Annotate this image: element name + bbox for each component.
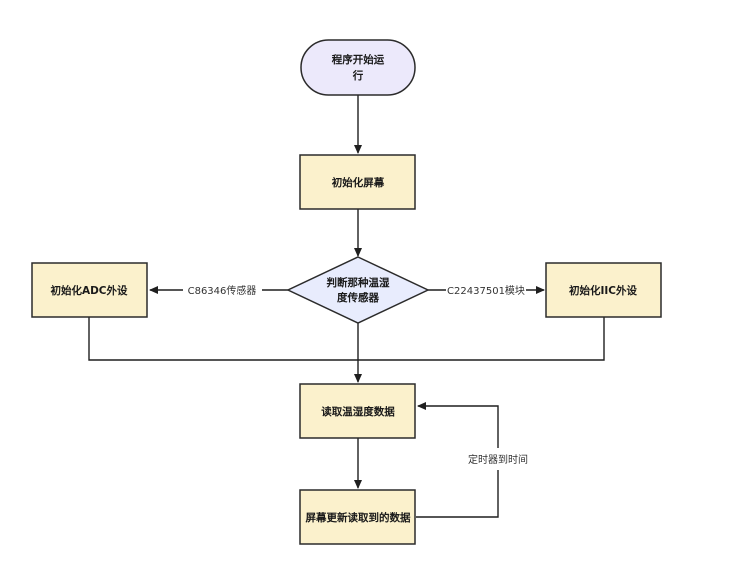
init-adc-node: 初始化ADC外设 (31, 262, 148, 318)
edge-label-timer: 定时器到时间 (468, 453, 528, 466)
update-screen-node: 屏幕更新读取到的数据 (299, 489, 416, 545)
edge-labels: C86346传感器 C22437501模块 定时器到时间 (188, 284, 528, 466)
update-screen-shape (299, 489, 416, 545)
start-node: 程序开始运 行 (300, 39, 416, 96)
start-node-line1: 程序开始运 (332, 53, 385, 66)
read-data-shape (299, 383, 416, 439)
read-data-node: 读取温湿度数据 (299, 383, 416, 439)
read-data-label: 读取温湿度数据 (321, 405, 395, 418)
decision-shape (286, 256, 430, 324)
update-screen-label: 屏幕更新读取到的数据 (305, 511, 411, 524)
decision-line1: 判断那种温湿 (327, 276, 390, 289)
init-iic-shape (545, 262, 662, 318)
init-screen-label: 初始化屏幕 (332, 176, 385, 189)
start-node-shape (300, 39, 416, 96)
init-adc-shape (31, 262, 148, 318)
init-iic-label: 初始化IIC外设 (569, 284, 638, 297)
edges (88, 95, 605, 518)
init-screen-shape (299, 154, 416, 210)
init-iic-node: 初始化IIC外设 (545, 262, 662, 318)
edge-label-c86346: C86346传感器 (188, 284, 257, 297)
edge-label-c22437501: C22437501模块 (447, 285, 525, 297)
edge-adc-to-merge (88, 317, 358, 361)
edge-loop-back-b (417, 402, 499, 448)
decision-line2: 度传感器 (337, 291, 379, 304)
edge-loop-back-a (416, 470, 499, 518)
decision-node: 判断那种温湿 度传感器 (286, 256, 430, 324)
start-node-line2: 行 (352, 69, 364, 82)
edge-iic-to-merge (358, 317, 605, 361)
init-adc-label: 初始化ADC外设 (50, 284, 128, 297)
init-screen-node: 初始化屏幕 (299, 154, 416, 210)
